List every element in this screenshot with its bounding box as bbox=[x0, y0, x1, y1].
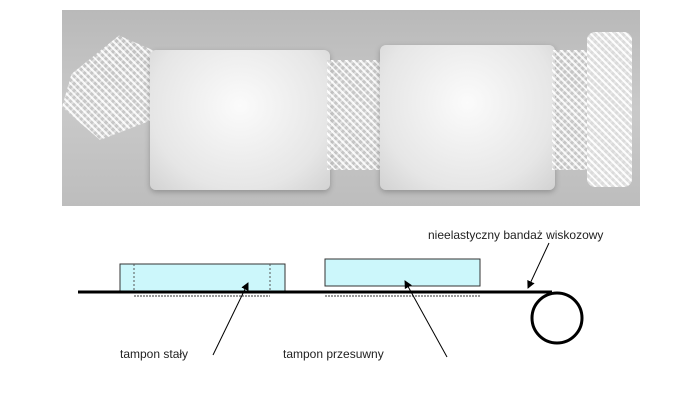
sliding-pad-arrow bbox=[404, 280, 448, 358]
bandage-photo bbox=[62, 10, 640, 206]
fixed-pad-arrow bbox=[212, 282, 249, 356]
bandage-roll bbox=[530, 291, 584, 345]
gauze-right bbox=[552, 50, 592, 170]
sliding-pad bbox=[324, 258, 481, 287]
sliding-pad-photo bbox=[380, 45, 555, 190]
fixed-pad-photo bbox=[150, 50, 330, 190]
bandage-label: nieelastyczny bandaż wiskozowy bbox=[428, 228, 604, 242]
fixed-pad bbox=[119, 263, 286, 292]
fixed-pad-label: tampon stały bbox=[120, 347, 189, 361]
sliding-pad-label: tampon przesuwny bbox=[283, 347, 384, 361]
gauze-middle bbox=[327, 60, 387, 170]
bandage-arrow bbox=[527, 242, 550, 289]
bandage-roll-photo bbox=[587, 32, 632, 187]
